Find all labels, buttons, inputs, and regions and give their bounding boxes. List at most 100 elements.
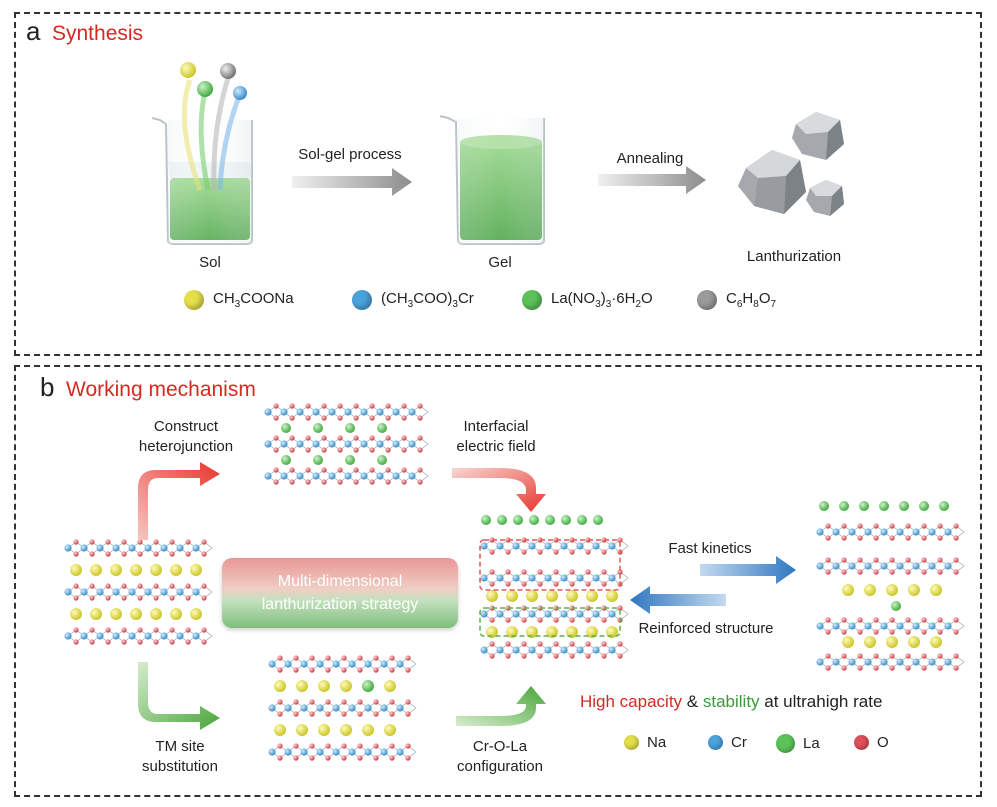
lanthanum-atom	[313, 455, 323, 465]
oxygen-atom	[857, 665, 863, 671]
oxygen-atom	[277, 667, 283, 673]
oxygen-atom	[337, 467, 343, 473]
precursor-ball-icon	[184, 290, 204, 310]
oxygen-atom	[389, 755, 395, 761]
panel-b-letter: b	[40, 372, 55, 402]
oxygen-atom	[537, 617, 543, 623]
oxygen-atom	[873, 653, 879, 659]
chromium-atom	[192, 588, 200, 596]
oxygen-atom	[825, 569, 831, 575]
chromium-atom	[392, 408, 400, 416]
chromium-atom	[944, 528, 952, 536]
precursor-legend-item: La(NO3)3·6H2O	[522, 290, 653, 310]
oxygen-atom	[121, 551, 127, 557]
oxygen-atom	[89, 539, 95, 545]
oxygen-atom	[89, 627, 95, 633]
chromium-atom	[280, 408, 288, 416]
sodium-atom	[886, 584, 898, 596]
chromium-atom	[944, 622, 952, 630]
sodium-atom	[486, 590, 498, 602]
oxygen-atom	[505, 617, 511, 623]
oxygen-atom	[389, 711, 395, 717]
oxygen-atom	[505, 581, 511, 587]
oxygen-atom	[105, 583, 111, 589]
oxygen-atom	[417, 467, 423, 473]
chromium-atom	[832, 562, 840, 570]
chromium-atom	[480, 574, 488, 582]
oxygen-atom	[857, 617, 863, 623]
oxygen-atom	[325, 655, 331, 661]
oxygen-atom	[73, 539, 79, 545]
oxygen-atom	[337, 447, 343, 453]
chromium-atom	[396, 704, 404, 712]
oxygen-atom	[825, 557, 831, 563]
oxygen-atom	[601, 653, 607, 659]
oxygen-atom	[937, 617, 943, 623]
summary-and: &	[682, 692, 703, 711]
oxygen-atom	[369, 403, 375, 409]
oxygen-atom	[873, 557, 879, 563]
oxygen-atom	[273, 435, 279, 441]
oxygen-atom	[857, 653, 863, 659]
oxygen-atom	[489, 641, 495, 647]
oxygen-atom	[505, 569, 511, 575]
oxygen-atom	[105, 595, 111, 601]
oxygen-atom	[537, 549, 543, 555]
interfacial-label-1: Interfacial	[463, 418, 529, 435]
chromium-atom	[332, 660, 340, 668]
precursor-ball-icon	[352, 290, 372, 310]
chromium-atom	[560, 646, 568, 654]
chromium-atom	[360, 472, 368, 480]
chromium-atom	[816, 622, 824, 630]
oxygen-atom	[417, 435, 423, 441]
sodium-atom	[70, 564, 82, 576]
oxygen-atom	[121, 583, 127, 589]
oxygen-atom	[89, 551, 95, 557]
oxygen-atom	[873, 569, 879, 575]
chromium-atom	[848, 562, 856, 570]
oxygen-atom	[341, 755, 347, 761]
oxygen-atom	[305, 447, 311, 453]
oxygen-atom	[417, 415, 423, 421]
oxygen-atom	[601, 617, 607, 623]
oxygen-atom	[521, 581, 527, 587]
chromium-atom	[608, 646, 616, 654]
chromium-atom	[344, 472, 352, 480]
oxygen-atom	[185, 595, 191, 601]
oxygen-atom	[585, 569, 591, 575]
chromium-atom	[544, 574, 552, 582]
green-precursor-ball	[197, 81, 213, 97]
chromium-atom	[380, 748, 388, 756]
oxygen-atom	[369, 447, 375, 453]
chromium-atom	[192, 544, 200, 552]
oxygen-atom	[105, 627, 111, 633]
oxygen-atom	[289, 479, 295, 485]
sodium-atom	[90, 564, 102, 576]
interfacial-arrow	[452, 468, 546, 512]
panel-a-frame	[14, 12, 982, 356]
sodium-atom	[930, 584, 942, 596]
oxygen-atom	[373, 755, 379, 761]
oxygen-atom	[201, 539, 207, 545]
sodium-atom	[90, 608, 102, 620]
sodium-atom	[296, 724, 308, 736]
chromium-atom	[592, 574, 600, 582]
chromium-atom	[364, 660, 372, 668]
oxygen-atom	[521, 569, 527, 575]
strategy-label-1: Multi-dimensional	[277, 573, 403, 590]
chromium-atom	[592, 610, 600, 618]
chromium-atom	[392, 440, 400, 448]
oxygen-atom	[137, 539, 143, 545]
precursor-legend-label: La(NO3)3·6H2O	[551, 290, 653, 310]
oxygen-atom	[153, 639, 159, 645]
chromium-atom	[268, 704, 276, 712]
oxygen-atom	[89, 595, 95, 601]
oxygen-atom	[353, 479, 359, 485]
oxygen-atom	[137, 551, 143, 557]
oxygen-atom	[601, 641, 607, 647]
strategy-label-2: lanthurization strategy	[261, 596, 419, 613]
oxygen-atom	[401, 435, 407, 441]
sodium-atom	[864, 584, 876, 596]
chromium-atom	[408, 440, 416, 448]
oxygen-atom	[185, 539, 191, 545]
